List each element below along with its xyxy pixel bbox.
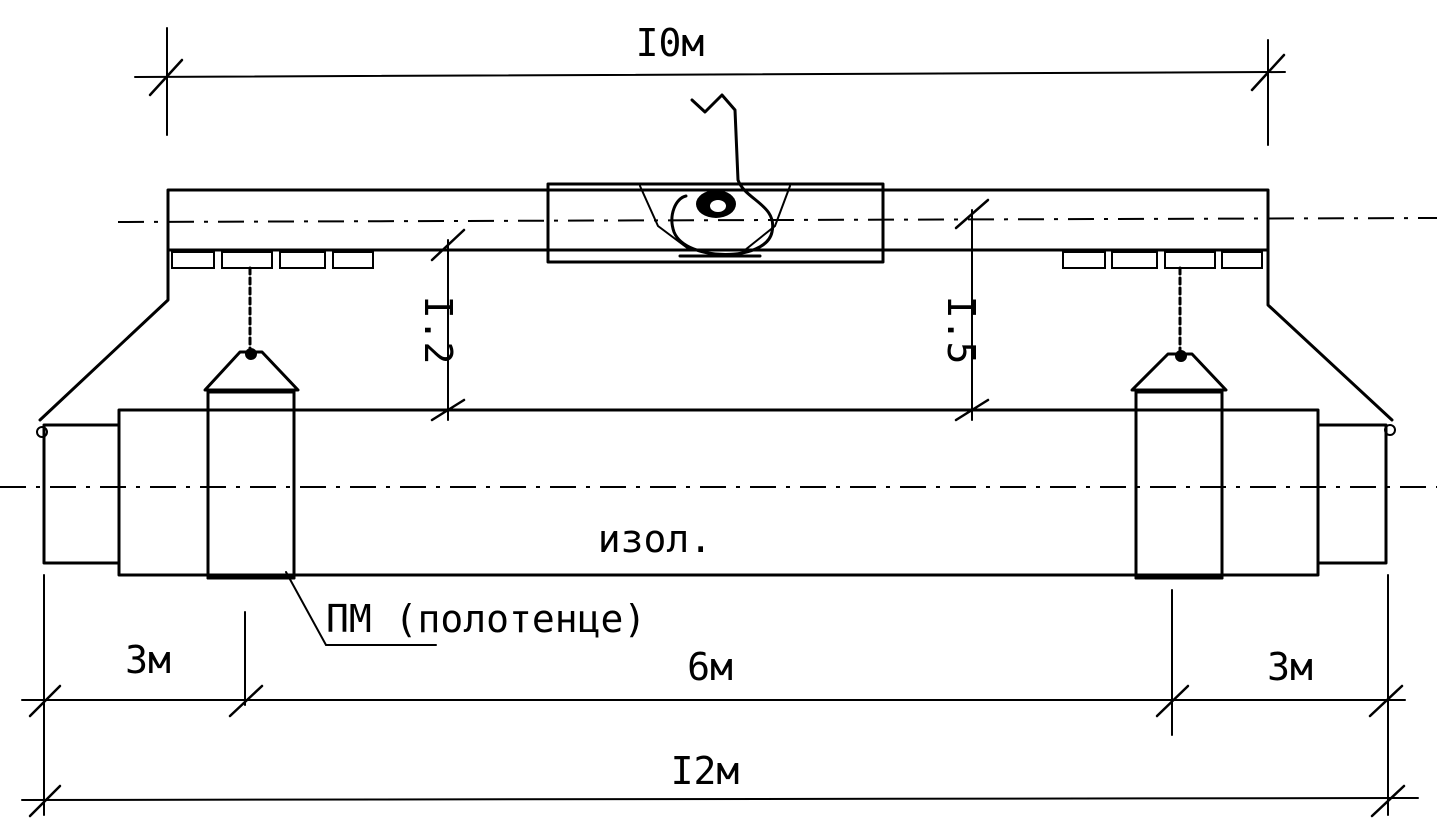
pipe-left-bare-end <box>42 423 121 565</box>
middle-span-label: 6м <box>687 645 733 689</box>
left-towel-sling <box>206 390 296 580</box>
beam-center-plate <box>546 182 885 264</box>
bottom-dimensions: 3м 6м 3м I2м <box>21 574 1419 818</box>
left-overhang-label: 3м <box>125 638 171 682</box>
hanger-height-right-label: I.5 <box>939 296 983 365</box>
pipe-insulation <box>117 408 1320 577</box>
right-sling <box>1130 266 1228 580</box>
sling-callout: ПМ (полотенце) <box>285 571 646 646</box>
hanger-height-left-dimension: I.2 <box>416 228 466 422</box>
sling-callout-label: ПМ (полотенце) <box>326 597 646 641</box>
beam-left-attachment-rollers <box>171 251 374 269</box>
crane-hook-icon <box>639 93 791 258</box>
pipe-right-bare-end <box>1316 423 1388 565</box>
right-overhang-label: 3м <box>1267 645 1313 689</box>
total-length-dimension-line <box>21 797 1419 801</box>
lifting-beam <box>38 182 1394 422</box>
beam-span-dimension: I0м <box>134 21 1286 146</box>
beam-right-attachment-rollers <box>1062 251 1263 269</box>
beam-span-label: I0м <box>636 21 705 65</box>
right-towel-sling <box>1134 390 1224 580</box>
total-length-label: I2м <box>671 749 740 793</box>
hanger-height-left-label: I.2 <box>416 296 460 365</box>
left-sling <box>203 266 300 580</box>
pipe: изол. <box>36 390 1396 580</box>
insulation-label: изол. <box>598 517 712 561</box>
hanger-height-right-dimension: I.5 <box>939 198 990 422</box>
